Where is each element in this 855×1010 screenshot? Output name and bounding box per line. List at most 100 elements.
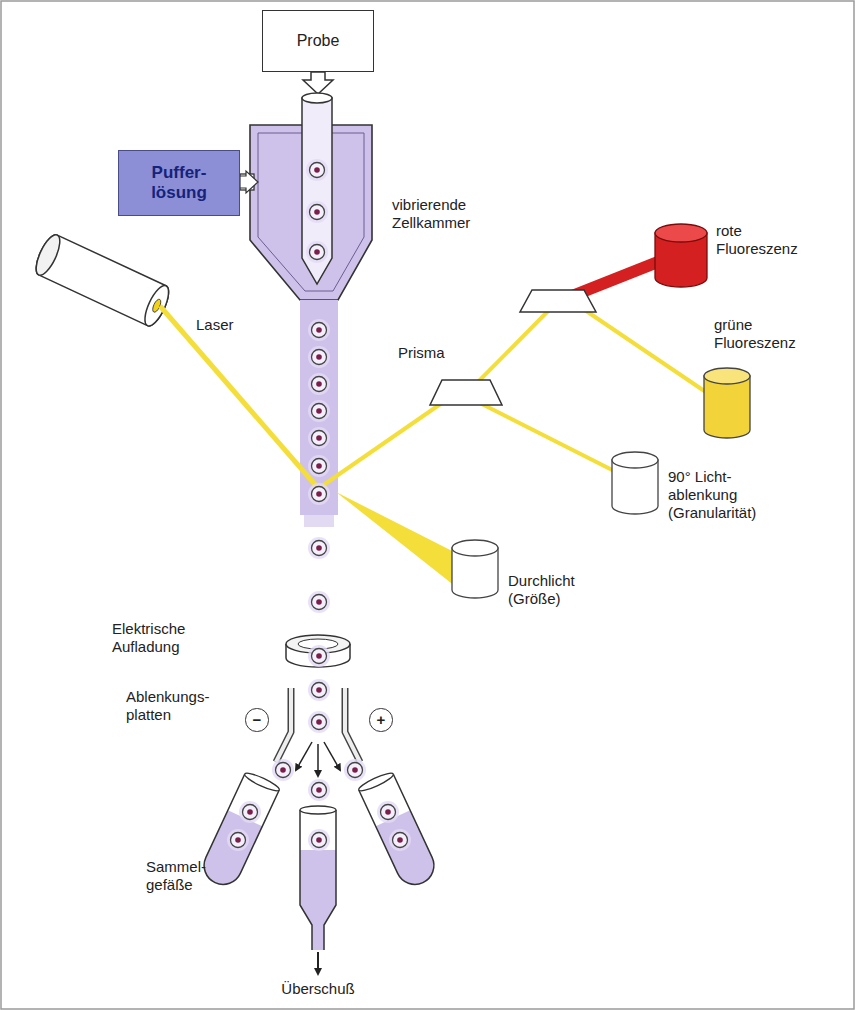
cell-halo — [306, 159, 328, 181]
side-scatter-label: 90° Licht- ablenkung (Granularität) — [668, 468, 786, 522]
sort-arrow — [317, 744, 319, 776]
minus-terminal: − — [245, 708, 268, 731]
cell-halo — [344, 759, 366, 781]
cell-nucleus — [316, 435, 322, 441]
cell-nucleus — [316, 408, 322, 414]
cell — [312, 350, 327, 365]
chamber-label: vibrierende Zellkammer — [392, 196, 470, 232]
cell — [312, 833, 327, 848]
cell-nucleus — [316, 599, 322, 605]
tubes-label: Sammel- gefäße — [146, 858, 206, 894]
side-scatter-detector — [612, 452, 658, 514]
cell — [312, 541, 327, 556]
prism — [520, 290, 596, 312]
scatter-beam — [322, 396, 452, 486]
cell-halo — [308, 319, 330, 341]
cell — [276, 763, 291, 778]
tube-opening — [302, 93, 332, 103]
collection-tube — [357, 770, 440, 890]
cell-nucleus — [316, 837, 322, 843]
cells — [227, 159, 411, 851]
cell-nucleus — [316, 545, 322, 551]
sort-arrow — [324, 742, 340, 770]
cell-halo — [389, 829, 411, 851]
sort-arrow — [296, 742, 312, 770]
cell-halo — [308, 711, 330, 733]
laser-label: Laser — [196, 316, 234, 334]
plates-label: Ablenkungs- platten — [126, 688, 209, 724]
sample-arrow — [303, 72, 333, 94]
plus-terminal: + — [369, 708, 392, 731]
cell — [312, 649, 327, 664]
cell-halo — [308, 591, 330, 613]
cell — [312, 487, 327, 502]
green-beam — [570, 300, 725, 405]
buffer-arrow — [240, 171, 258, 193]
prism — [430, 380, 502, 405]
cell-nucleus — [314, 167, 320, 173]
cell-nucleus — [247, 809, 253, 815]
laser — [31, 232, 173, 329]
node-text: Probe — [297, 32, 340, 50]
charging-ring — [286, 635, 350, 667]
cell — [312, 431, 327, 446]
cell-nucleus — [316, 354, 322, 360]
cell-nucleus — [397, 837, 403, 843]
cell-halo — [308, 645, 330, 667]
cell — [310, 205, 325, 220]
cell-halo — [306, 201, 328, 223]
cell-nucleus — [385, 809, 391, 815]
cell — [312, 595, 327, 610]
cell-halo — [308, 455, 330, 477]
cell-halo — [308, 483, 330, 505]
cell-halo — [306, 241, 328, 263]
charging-label: Elektrische Aufladung — [112, 620, 185, 656]
cell-halo — [308, 373, 330, 395]
buffer-box: Puffer- lösung — [118, 150, 240, 216]
cell — [381, 805, 396, 820]
cell — [312, 323, 327, 338]
node-text: − — [253, 711, 262, 728]
sample-tube — [302, 98, 332, 284]
cell — [393, 833, 408, 848]
red-fluorescence-label: rote Fluoreszenz — [716, 222, 798, 258]
cell-nucleus — [316, 787, 322, 793]
cell-nucleus — [280, 767, 286, 773]
green-detector — [704, 368, 750, 438]
fluorescence-beam — [468, 302, 557, 392]
cell — [243, 805, 258, 820]
cell-halo — [308, 779, 330, 801]
overflow-tube — [300, 806, 336, 950]
cell-halo — [239, 801, 261, 823]
overflow-label: Überschuß — [281, 980, 354, 998]
cell-halo — [308, 427, 330, 449]
node-text: + — [377, 711, 386, 728]
cell-halo — [308, 537, 330, 559]
green-fluorescence-label: grüne Fluoreszenz — [714, 316, 796, 352]
collection-tube — [198, 770, 281, 890]
cell-halo — [272, 759, 294, 781]
node-text: Puffer- lösung — [151, 163, 207, 202]
cell-nucleus — [316, 687, 322, 693]
cell-nucleus — [316, 491, 322, 497]
cell-nucleus — [352, 767, 358, 773]
cell-halo — [308, 829, 330, 851]
forward-scatter-detector — [452, 540, 498, 598]
cell — [312, 404, 327, 419]
cell-halo — [227, 829, 249, 851]
cell — [310, 245, 325, 260]
cell-nucleus — [316, 327, 322, 333]
stream-end — [304, 515, 334, 527]
red-detector — [655, 224, 707, 287]
sample-box: Probe — [262, 10, 374, 72]
cell — [312, 683, 327, 698]
prism-label: Prisma — [398, 344, 445, 362]
forward-scatter-label: Durchlicht (Größe) — [508, 572, 575, 608]
cell-nucleus — [235, 837, 241, 843]
forward-scatter-cone — [336, 492, 470, 598]
red-beam — [572, 258, 668, 296]
cell-nucleus — [316, 719, 322, 725]
cell-nucleus — [316, 653, 322, 659]
